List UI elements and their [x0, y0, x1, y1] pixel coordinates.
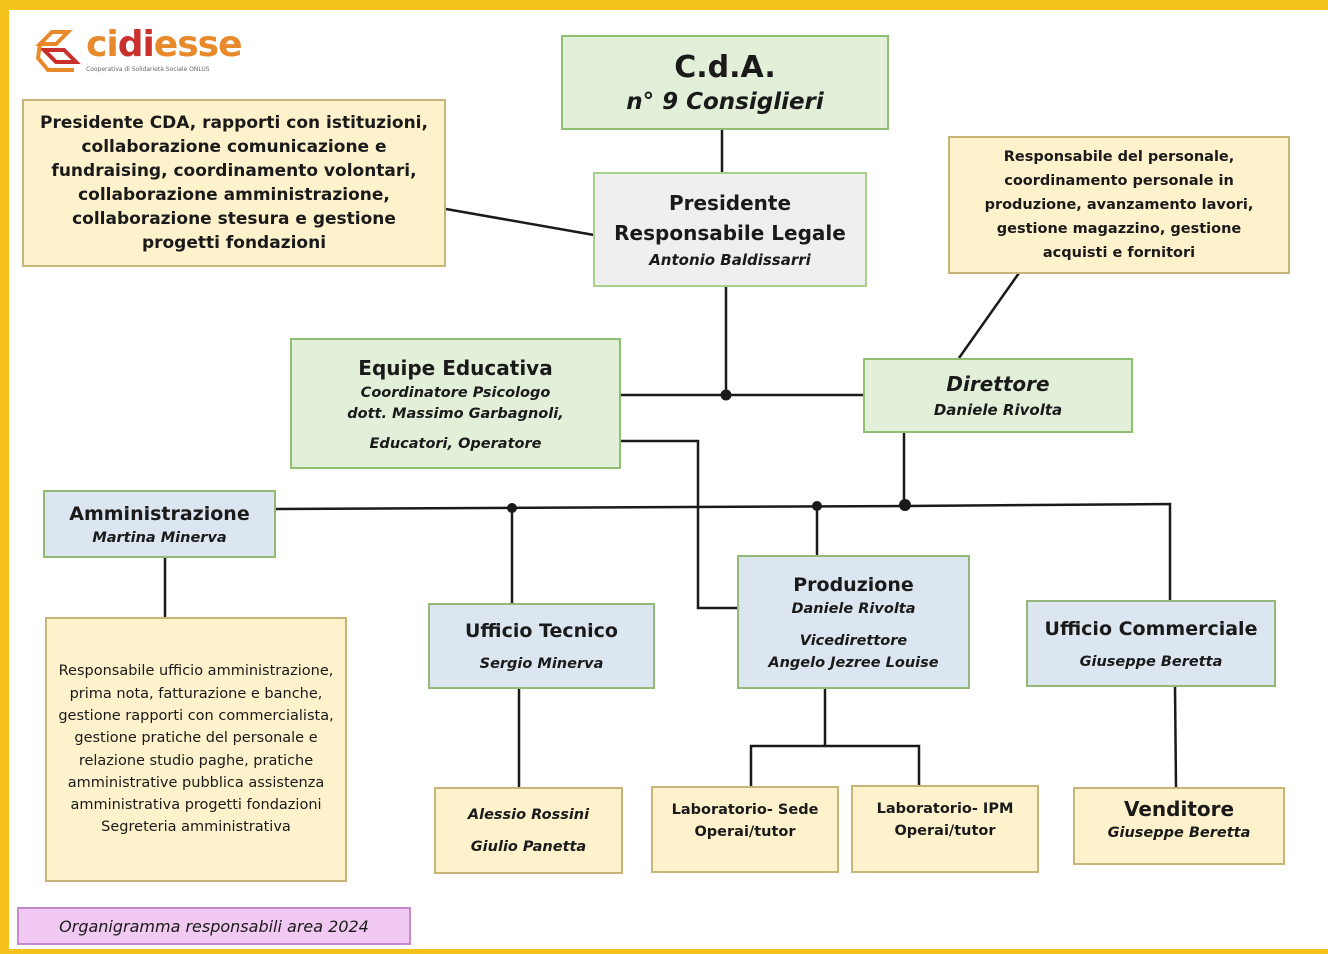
cda-subtitle: n° 9 Consiglieri [626, 89, 824, 115]
presidente-line2: Responsabile Legale [614, 220, 846, 245]
presidente-box: Presidente Responsabile Legale Antonio B… [593, 172, 867, 287]
logo-mark-icon [35, 30, 81, 72]
direttore-title: Direttore [946, 372, 1050, 396]
equipe-educativa-box: Equipe Educativa Coordinatore Psicologo … [290, 338, 621, 469]
laboratorio-ipm-box: Laboratorio- IPM Operai/tutor [851, 785, 1039, 873]
direttore-note-text: Responsabile del personale, coordinament… [984, 149, 1254, 261]
ufficio-commerciale-box: Ufficio Commerciale Giuseppe Beretta [1026, 600, 1276, 687]
presidente-line1: Presidente [668, 190, 792, 215]
laboratorio-sede-box: Laboratorio- Sede Operai/tutor [651, 786, 839, 873]
direttore-note-box: Responsabile del personale, coordinament… [948, 136, 1290, 274]
equipe-title: Equipe Educativa [358, 355, 553, 380]
venditore-title: Venditore [1123, 797, 1235, 821]
produzione-role2: Vicedirettore [799, 632, 908, 649]
venditore-name: Giuseppe Beretta [1107, 825, 1251, 841]
produzione-name: Daniele Rivolta [791, 600, 916, 617]
equipe-line3: Educatori, Operatore [369, 435, 542, 452]
ufficio-commerciale-title: Ufficio Commerciale [1044, 617, 1258, 640]
produzione-box: Produzione Daniele Rivolta Vicedirettore… [737, 555, 970, 689]
produzione-title: Produzione [793, 573, 914, 596]
cidiesse-logo: cidiesse Cooperativa di Solidarietà Soci… [34, 24, 244, 78]
laboratorio-sede-line1: Laboratorio- Sede [671, 802, 819, 818]
ufficio-tecnico-title: Ufficio Tecnico [464, 620, 618, 642]
amministrazione-note-box: Responsabile ufficio amministrazione, pr… [45, 617, 347, 882]
presidente-note-text: Presidente CDA, rapporti con istituzioni… [40, 113, 428, 253]
amministrazione-name: Martina Minerva [92, 529, 227, 546]
direttore-box: Direttore Daniele Rivolta [863, 358, 1133, 433]
amministrazione-note-text: Responsabile ufficio amministrazione, pr… [58, 663, 334, 836]
tecnico-staff-name2: Giulio Panetta [470, 838, 587, 855]
equipe-line1: Coordinatore Psicologo [360, 384, 551, 401]
laboratorio-ipm-line1: Laboratorio- IPM [876, 801, 1014, 817]
direttore-name: Daniele Rivolta [933, 401, 1063, 419]
ufficio-tecnico-name: Sergio Minerva [479, 656, 604, 672]
laboratorio-sede-line2: Operai/tutor [694, 824, 796, 840]
logo-subtitle: Cooperativa di Solidarietà Sociale ONLUS [86, 66, 210, 73]
ufficio-commerciale-name: Giuseppe Beretta [1079, 653, 1223, 670]
logo-wordmark: cidiesse [86, 24, 242, 65]
laboratorio-ipm-line2: Operai/tutor [894, 823, 996, 839]
footer-label-text: Organigramma responsabili area 2024 [59, 916, 369, 936]
amministrazione-box: Amministrazione Martina Minerva [43, 490, 276, 558]
cda-title: C.d.A. [674, 50, 776, 85]
produzione-name2: Angelo Jezree Louise [768, 654, 939, 671]
presidente-name: Antonio Baldissarri [649, 250, 811, 269]
presidente-note-box: Presidente CDA, rapporti con istituzioni… [22, 99, 446, 267]
amministrazione-title: Amministrazione [69, 502, 250, 525]
cda-box: C.d.A. n° 9 Consiglieri [561, 35, 889, 130]
footer-label: Organigramma responsabili area 2024 [17, 907, 411, 945]
tecnico-staff-name1: Alessio Rossini [467, 806, 590, 823]
tecnico-staff-box: Alessio Rossini Giulio Panetta [434, 787, 623, 874]
venditore-box: Venditore Giuseppe Beretta [1073, 787, 1285, 865]
equipe-line2: dott. Massimo Garbagnoli, [347, 405, 564, 422]
ufficio-tecnico-box: Ufficio Tecnico Sergio Minerva [428, 603, 655, 689]
